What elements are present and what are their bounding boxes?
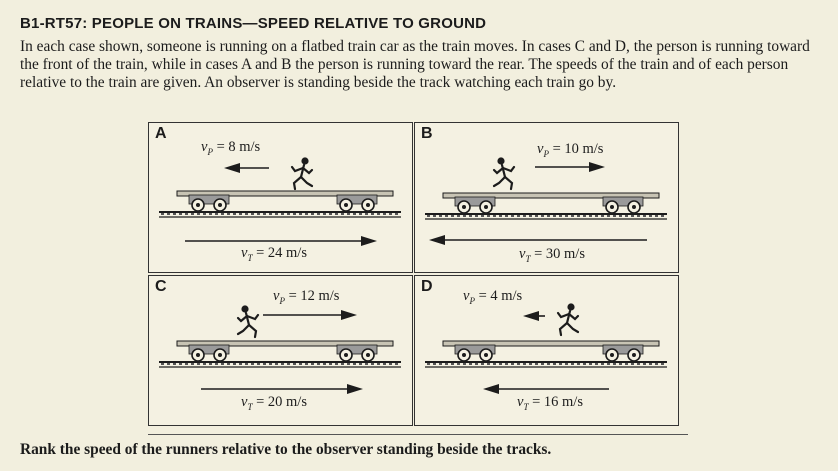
speed-value: = 24 m/s	[252, 245, 307, 261]
speed-subscript: T	[525, 253, 531, 264]
panel-label: D	[421, 278, 433, 295]
speed-symbol: v	[241, 394, 248, 410]
panel-illustration	[159, 157, 401, 246]
question-text: Rank the speed of the runners relative t…	[20, 441, 552, 458]
speed-subscript: P	[469, 295, 475, 306]
arrow-left-icon	[523, 311, 545, 321]
panel-illustration	[425, 303, 667, 394]
speed-value: = 10 m/s	[548, 141, 604, 157]
panel-label: B	[421, 125, 433, 142]
speed-value: = 12 m/s	[284, 288, 340, 304]
person-speed-label: vP = 4 m/s	[463, 288, 522, 306]
train-speed-label: vT = 30 m/s	[519, 246, 585, 264]
speed-symbol: v	[519, 246, 526, 262]
speed-symbol: v	[201, 139, 208, 155]
speed-subscript: T	[247, 401, 253, 412]
panel-c: C vP = 12 m/s vT = 20 m/s	[148, 275, 413, 426]
divider	[148, 434, 688, 435]
speed-subscript: P	[207, 146, 213, 157]
runner-icon	[556, 303, 580, 337]
panel-label: C	[155, 278, 167, 295]
arrow-left-icon	[429, 235, 647, 245]
arrow-right-icon	[263, 310, 357, 320]
train-car-icon	[176, 190, 394, 212]
speed-value: = 16 m/s	[528, 394, 583, 410]
speed-subscript: P	[543, 148, 549, 159]
speed-symbol: v	[273, 288, 280, 304]
arrow-left-icon	[224, 163, 269, 173]
speed-value: = 30 m/s	[530, 246, 585, 262]
train-speed-label: vT = 24 m/s	[241, 245, 307, 263]
panel-label: A	[155, 125, 167, 142]
person-speed-label: vP = 10 m/s	[537, 141, 603, 159]
arrow-right-icon	[201, 384, 363, 394]
speed-value: = 20 m/s	[252, 394, 307, 410]
speed-subscript: T	[247, 252, 253, 263]
train-car-icon	[176, 340, 394, 362]
speed-symbol: v	[537, 141, 544, 157]
runner-icon	[492, 157, 516, 191]
speed-subscript: T	[523, 401, 529, 412]
arrow-left-icon	[483, 384, 609, 394]
intro-text: In each case shown, someone is running o…	[20, 38, 810, 91]
speed-symbol: v	[241, 245, 248, 261]
track	[425, 213, 667, 220]
track	[159, 211, 401, 218]
speed-value: = 8 m/s	[212, 139, 261, 155]
runner-icon	[236, 305, 260, 339]
panel-illustration	[159, 305, 401, 394]
person-speed-label: vP = 12 m/s	[273, 288, 339, 306]
arrow-right-icon	[185, 236, 377, 246]
track	[159, 361, 401, 368]
runner-icon	[290, 157, 314, 191]
train-speed-label: vT = 20 m/s	[241, 394, 307, 412]
train-car-icon	[442, 340, 660, 362]
panel-a: A vP = 8 m/s vT = 24 m/s	[148, 122, 413, 273]
page-title: B1-RT57: PEOPLE ON TRAINS—SPEED RELATIVE…	[20, 15, 487, 32]
track	[425, 361, 667, 368]
train-car-icon	[442, 192, 660, 214]
panel-illustration	[425, 157, 667, 245]
speed-symbol: v	[517, 394, 524, 410]
speed-value: = 4 m/s	[474, 288, 523, 304]
person-speed-label: vP = 8 m/s	[201, 139, 260, 157]
speed-symbol: v	[463, 288, 470, 304]
panel-b: B vP = 10 m/s vT = 30 m/s	[414, 122, 679, 273]
train-speed-label: vT = 16 m/s	[517, 394, 583, 412]
speed-subscript: P	[279, 295, 285, 306]
panel-d: D vP = 4 m/s vT = 16 m/s	[414, 275, 679, 426]
arrow-right-icon	[535, 162, 605, 172]
